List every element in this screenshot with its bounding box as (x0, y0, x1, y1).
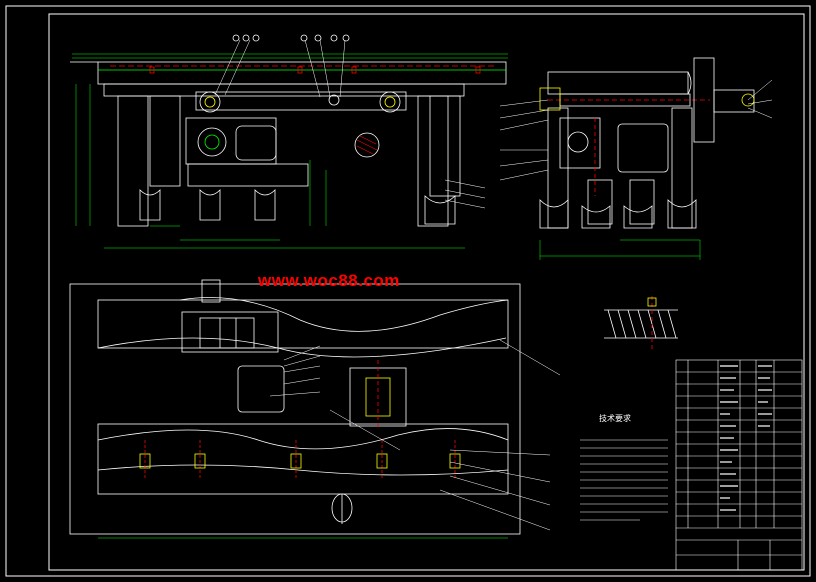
sheet-outer-frame (5, 5, 811, 577)
parts-list-marks (720, 365, 772, 511)
technical-requirements-title: 技术要求 (599, 414, 631, 423)
parts-list-table (675, 359, 803, 571)
technical-notes-lines (580, 439, 668, 521)
front-view (70, 34, 508, 249)
site-watermark: www.woc88.com (258, 271, 400, 290)
screw-detail (604, 296, 678, 352)
side-view (499, 57, 773, 260)
sheet-inner-frame (48, 13, 805, 571)
plan-view (69, 279, 561, 539)
